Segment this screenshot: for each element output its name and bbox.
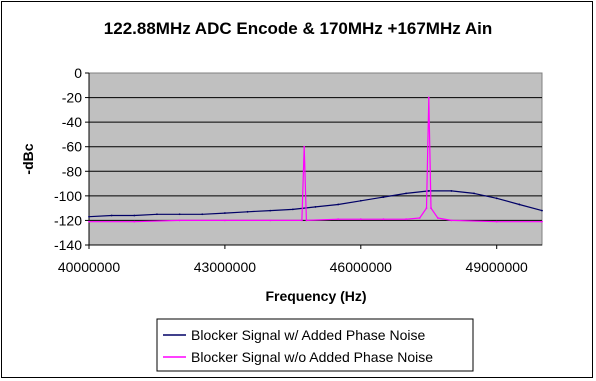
y-axis-ticks: 0 -20 -40 -60 -80 -100 -120 -140 [54,65,90,253]
series-1-point [518,203,521,206]
series-1-point [269,209,272,212]
y-tick-label: -100 [54,188,82,204]
y-tick-label: -40 [62,114,82,130]
series-2-point [427,96,430,99]
x-axis-ticks: 40000000 43000000 46000000 49000000 [58,244,542,275]
series-1-point [473,192,475,195]
series-1-point [382,196,385,198]
series-2-point [305,219,308,222]
series-2-point [541,220,543,223]
y-tick-label: -60 [62,139,82,155]
series-2-point [436,217,439,219]
y-axis-label: -dBc [20,143,36,174]
series-1-point [291,208,294,211]
series-1-point [450,190,453,192]
series-2-point [425,207,428,210]
series-2-point [133,220,136,223]
series-2-point [450,219,453,222]
series-1-point [495,197,498,200]
series-2-point [301,219,303,222]
series-2-point [495,220,498,223]
plot-area [88,72,543,246]
series-1-point [201,213,204,216]
series-2-point [359,218,362,221]
series-2-point [337,218,340,221]
series-2-point [269,219,272,222]
series-2-point [178,219,181,222]
series-1-point [224,212,226,214]
series-1-point [88,215,90,218]
y-tick-label: -80 [62,163,82,179]
series-1-point [156,213,158,216]
series-1-point [178,213,181,216]
y-tick-label: -120 [54,212,82,228]
legend: Blocker Signal w/ Added Phase NoiseBlock… [163,327,433,365]
chart-title: 122.88MHz ADC Encode & 170MHz +167MHz Ai… [104,19,492,38]
x-tick-label: 40000000 [58,259,121,275]
series-2-point [224,219,226,222]
legend-box [156,318,474,372]
series-1-point [405,192,407,195]
x-tick-label: 49000000 [466,259,529,275]
series-2-point [418,217,421,219]
x-tick-label: 43000000 [194,259,257,275]
series-1-point [541,209,543,212]
x-axis-label: Frequency (Hz) [265,288,366,304]
legend-label-1: Blocker Signal w/ Added Phase Noise [191,327,425,343]
y-tick-label: -140 [54,237,82,253]
series-2-point [303,145,306,148]
x-tick-label: 46000000 [330,259,393,275]
series-2-point [88,220,90,223]
series-layer [88,96,543,223]
y-tick-label: -20 [62,90,82,106]
series-1-point [359,199,362,202]
series-2-point [405,218,407,221]
series-1-point [314,206,317,208]
series-1-point [427,190,430,192]
series-2-point [382,218,385,221]
series-line-2 [89,96,542,223]
series-2-point [430,207,432,210]
series-1-point [133,214,136,217]
series-1-point [110,214,113,217]
series-1-point [337,203,340,206]
series-1-point [246,210,249,213]
y-tick-label: 0 [74,65,82,81]
legend-label-2: Blocker Signal w/o Added Phase Noise [191,349,433,365]
